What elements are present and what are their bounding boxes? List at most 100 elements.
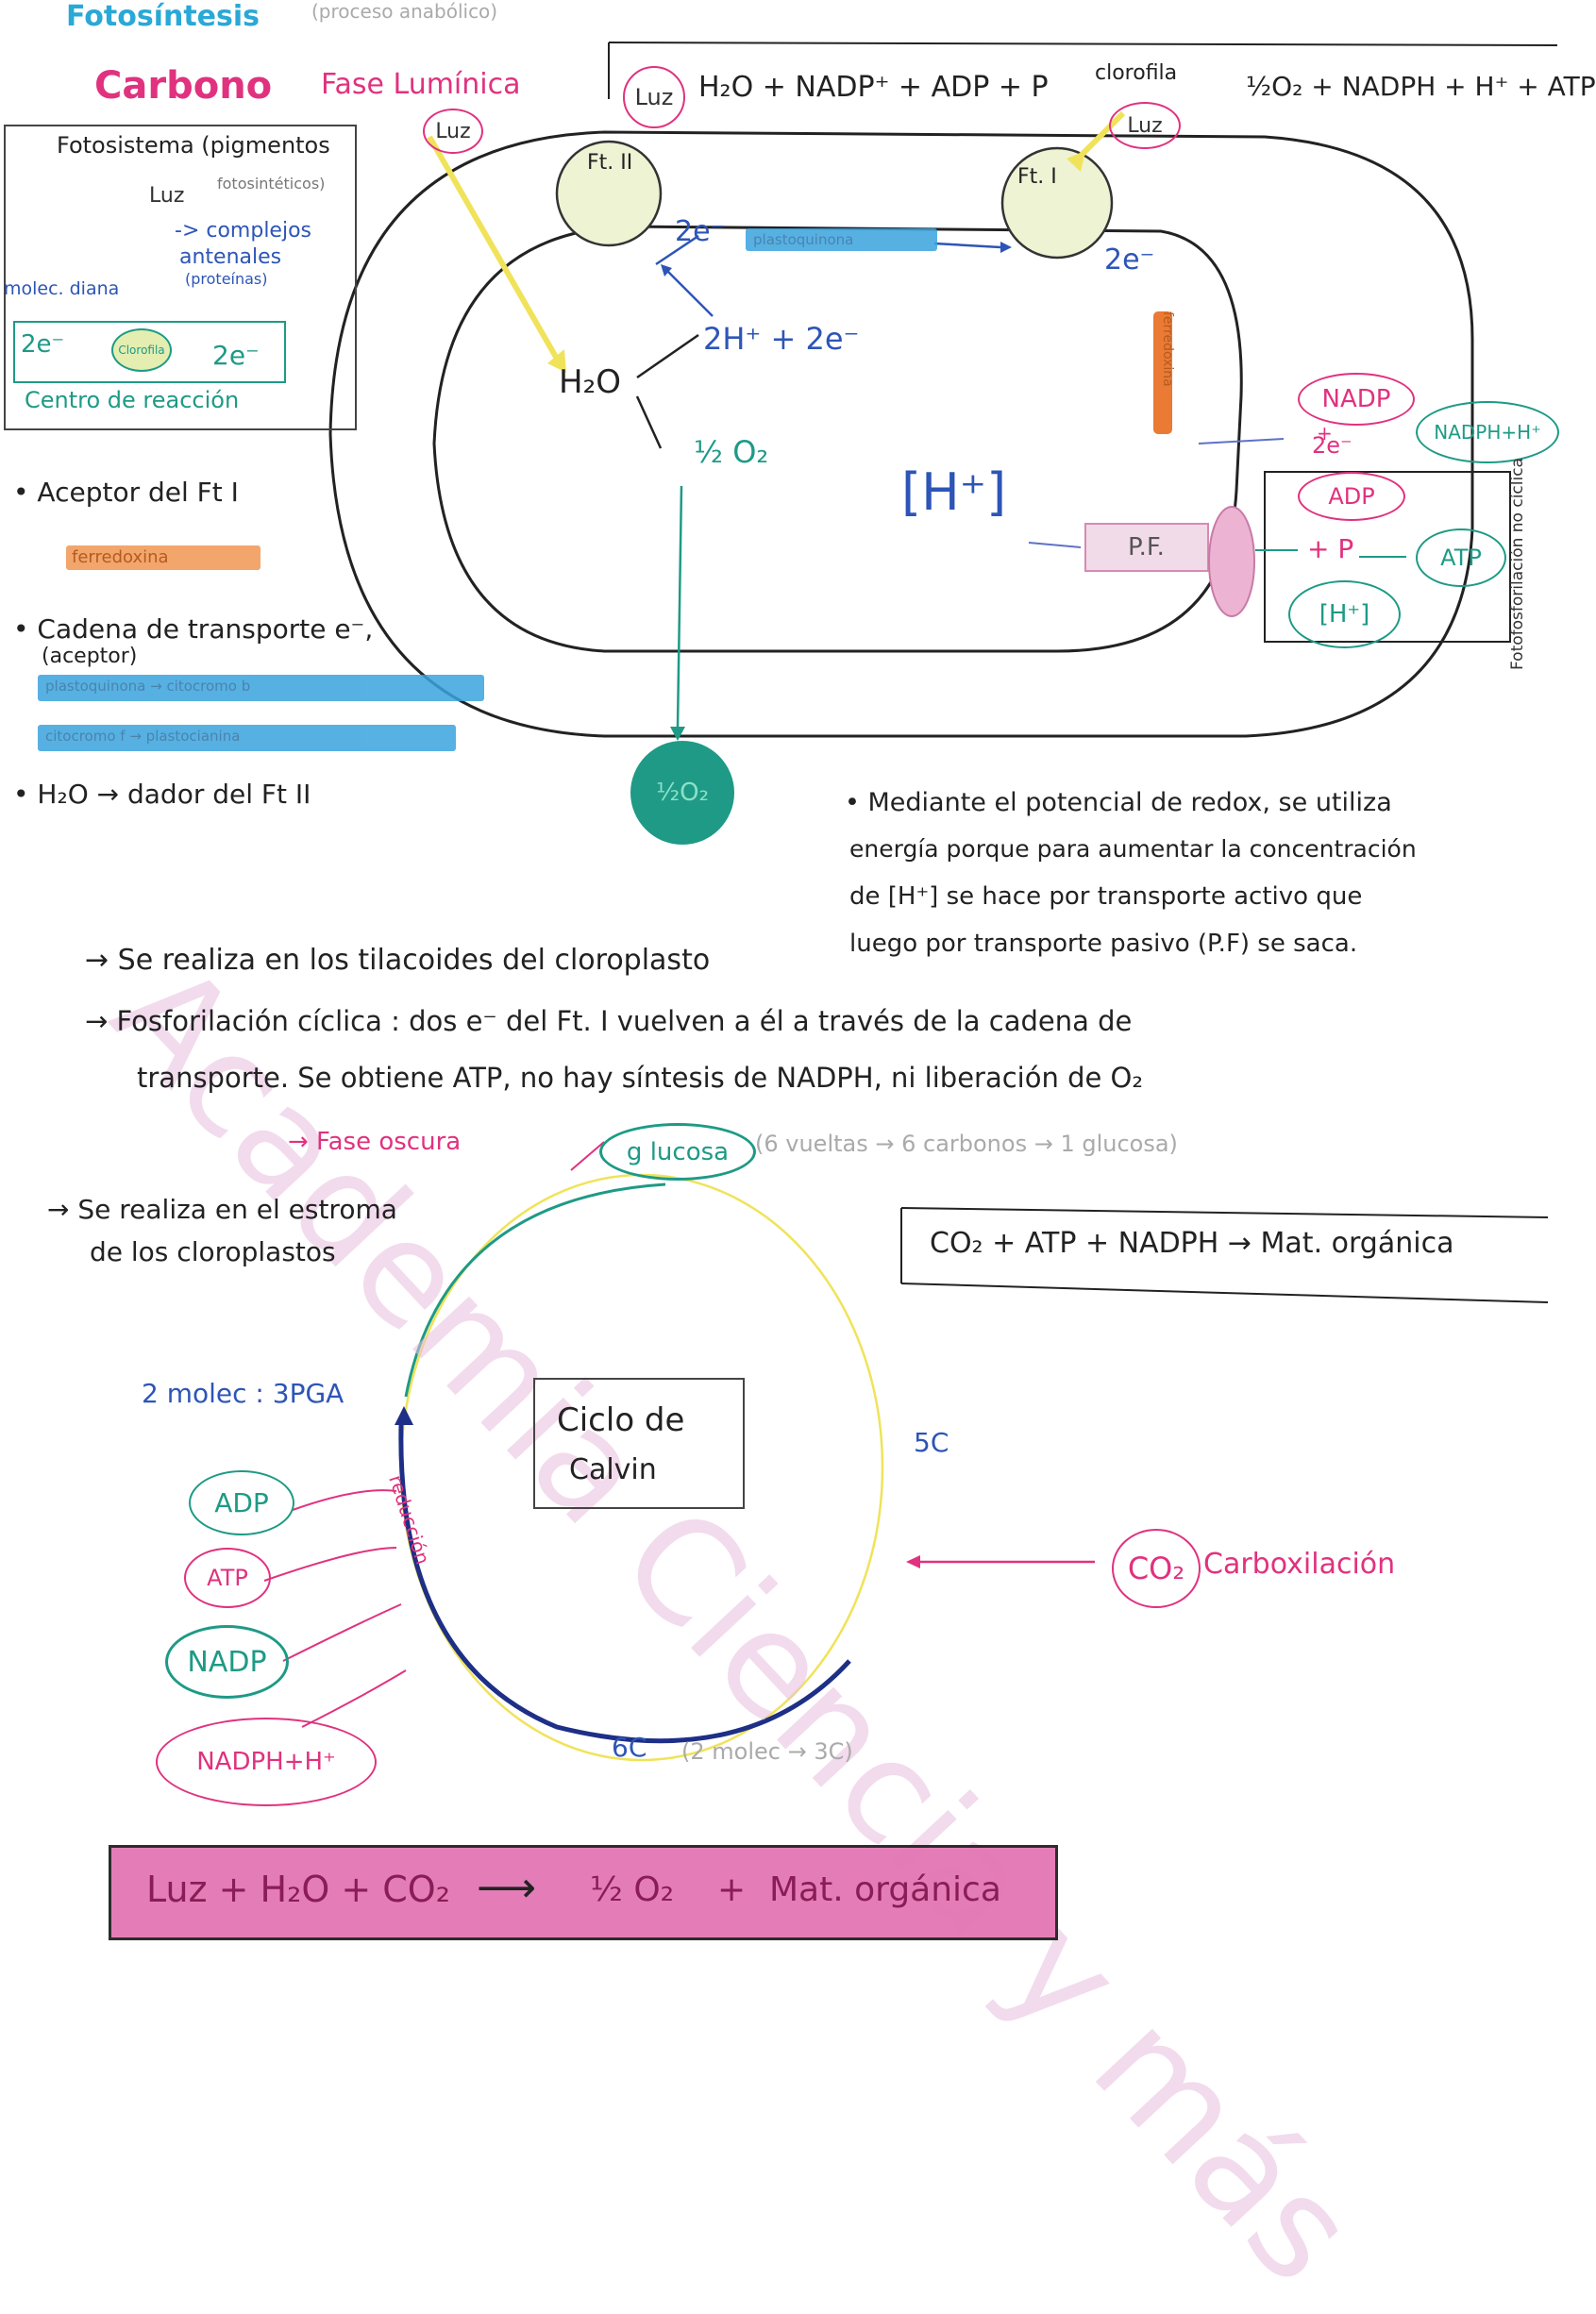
light-arrowhead-2 [1067, 151, 1085, 172]
nadph-bubble-dark: NADPH+H⁺ [156, 1718, 377, 1806]
complejos-label: -> complejos [175, 219, 311, 243]
glucosa-arrow [570, 1141, 605, 1171]
fotosistema-title-sub: fotosintéticos) [217, 175, 326, 193]
e-label-1: 2e⁻ [675, 215, 726, 248]
aceptor-note: • Aceptor del Ft I [13, 477, 239, 508]
adp-curve [292, 1489, 397, 1511]
antenales-label: antenales [179, 245, 282, 269]
ferredoxina-highlight: ferredoxina [66, 545, 260, 570]
e-up-head [661, 264, 672, 277]
o2-label: ½ O₂ [694, 434, 769, 470]
ferredoxina-vertical-label: ferredoxina [1160, 311, 1175, 387]
nadph-curve [301, 1669, 407, 1728]
nadp-e: 2e⁻ [1312, 432, 1352, 459]
carboxilacion-label: Carboxilación [1203, 1548, 1396, 1581]
p-label: + P [1307, 533, 1354, 564]
light-equation: H₂O + NADP⁺ + ADP + P [698, 71, 1049, 104]
luz-bubble-3: Luz [1109, 102, 1181, 149]
cadena-aceptor: (aceptor) [42, 645, 138, 668]
nadp-plus: + [1317, 422, 1333, 444]
adp-bubble-dark: ADP [189, 1470, 294, 1535]
summary-o2: ½ O₂ [590, 1870, 675, 1909]
nadp-bubble-dark: NADP [165, 1625, 289, 1699]
calvin-reduction-arc [398, 1424, 851, 1744]
h-arrow-pf [1028, 542, 1082, 548]
dark-equation: CO₂ + ATP + NADPH → Mat. orgánica [930, 1227, 1454, 1260]
summary-box [109, 1845, 1058, 1940]
cadena-note: • Cadena de transporte e⁻, [13, 613, 374, 645]
fotofosforilacion-label: Fotofosforilación no cíclica [1508, 458, 1527, 670]
page-title: Fotosíntesis [66, 0, 260, 33]
dador-note: • H₂O → dador del Ft II [13, 779, 311, 810]
luz-bubble-2: Luz [623, 66, 685, 128]
section-carbono: Carbono [94, 64, 273, 108]
nadph-bubble: NADPH+H⁺ [1416, 401, 1559, 463]
cadena-bar-2: citocromo f → plastocianina [38, 725, 456, 751]
centro-reaccion-label: Centro de reacción [25, 387, 240, 413]
co2-bubble: CO₂ [1112, 1529, 1201, 1608]
note-line-3: transporte. Se obtiene ATP, no hay sínte… [137, 1062, 1143, 1094]
atp-bubble-light: ATP [1416, 528, 1506, 587]
molec-diana-label: molec. diana [4, 278, 120, 299]
summary-plus: + [717, 1870, 747, 1909]
ferredoxina-bar [1153, 311, 1172, 434]
ft2-label: Ft. II [587, 151, 633, 175]
fase-luminica: Fase Lumínica [321, 68, 521, 101]
inset-luz: Luz [149, 184, 185, 208]
e-flow-head [1000, 242, 1012, 253]
calvin-teal-arc [404, 1182, 666, 1398]
o2-line [676, 485, 683, 728]
vueltas-note: (6 vueltas → 6 carbonos → 1 glucosa) [755, 1131, 1178, 1157]
dark-eq-top [900, 1207, 1549, 1218]
calvin-head [395, 1406, 413, 1425]
calvin-line-2: Calvin [569, 1453, 657, 1486]
ft1-label: Ft. I [1017, 165, 1057, 189]
pf-channel [1084, 523, 1209, 572]
nadp-bubble: NADP [1298, 373, 1415, 426]
calvin-box [533, 1378, 745, 1509]
header-frame [608, 42, 1558, 46]
6c-sub: (2 molec → 3C) [681, 1738, 853, 1765]
luz-bubble-1: Luz [423, 109, 483, 154]
adp-bubble-light: ADP [1298, 472, 1405, 521]
light-arrowhead-1 [547, 349, 566, 373]
atp-curve [263, 1547, 397, 1582]
glucosa-bubble: g lucosa [599, 1123, 756, 1181]
split-products: 2H⁺ + 2e⁻ [703, 321, 860, 357]
h-concentration: [H⁺] [901, 462, 1007, 522]
e-up-arrow [664, 268, 714, 317]
water-split-down [635, 395, 663, 449]
clorofila-bubble: Clorofila [111, 328, 172, 372]
h-out-bubble: [H⁺] [1288, 580, 1401, 648]
6c-label: 6C [612, 1732, 647, 1763]
e-label-2: 2e⁻ [1104, 243, 1155, 277]
summary-arrow: ⟶ [477, 1864, 537, 1912]
molec-3pga: 2 molec : 3PGA [142, 1378, 344, 1409]
fotosistema-inset [4, 125, 357, 430]
plastoquinona-highlight: plastoquinona [746, 228, 937, 251]
mediante-line-4: luego por transporte pasivo (P.F) se sac… [849, 930, 1358, 958]
dark-eq-bottom [900, 1283, 1549, 1303]
summary-mat: Mat. orgánica [769, 1870, 1001, 1909]
phosphorylation-box [1264, 471, 1511, 643]
light-products: ½O₂ + NADPH + H⁺ + ATP [1246, 71, 1596, 102]
page-subtitle: (proceso anabólico) [311, 0, 498, 23]
summary-left: Luz + H₂O + CO₂ [146, 1869, 450, 1910]
fase-oscura: → Fase oscura [288, 1128, 462, 1156]
ft1-circle [1000, 146, 1114, 260]
thylakoid-outer [328, 130, 1474, 738]
mediante-line-1: • Mediante el potencial de redox, se uti… [845, 788, 1392, 817]
calvin-line-1: Ciclo de [557, 1401, 685, 1439]
atp-bubble-dark: ATP [184, 1548, 271, 1608]
nadp-curve [282, 1603, 402, 1662]
mediante-line-2: energía porque para aumentar la concentr… [849, 835, 1417, 863]
estroma-line-1: → Se realiza en el estroma [47, 1194, 397, 1225]
o2-bubble: ½O₂ [630, 741, 734, 845]
cadena-bar-1: plastoquinona → citocromo b [38, 675, 484, 701]
thylakoid-inner [432, 225, 1243, 653]
water-split-up [636, 333, 699, 379]
pf-ellipse [1208, 506, 1255, 617]
h2o-label: H₂O [559, 363, 621, 401]
proteinas-label: (proteínas) [185, 270, 268, 288]
inset-e-right: 2e⁻ [212, 340, 260, 371]
